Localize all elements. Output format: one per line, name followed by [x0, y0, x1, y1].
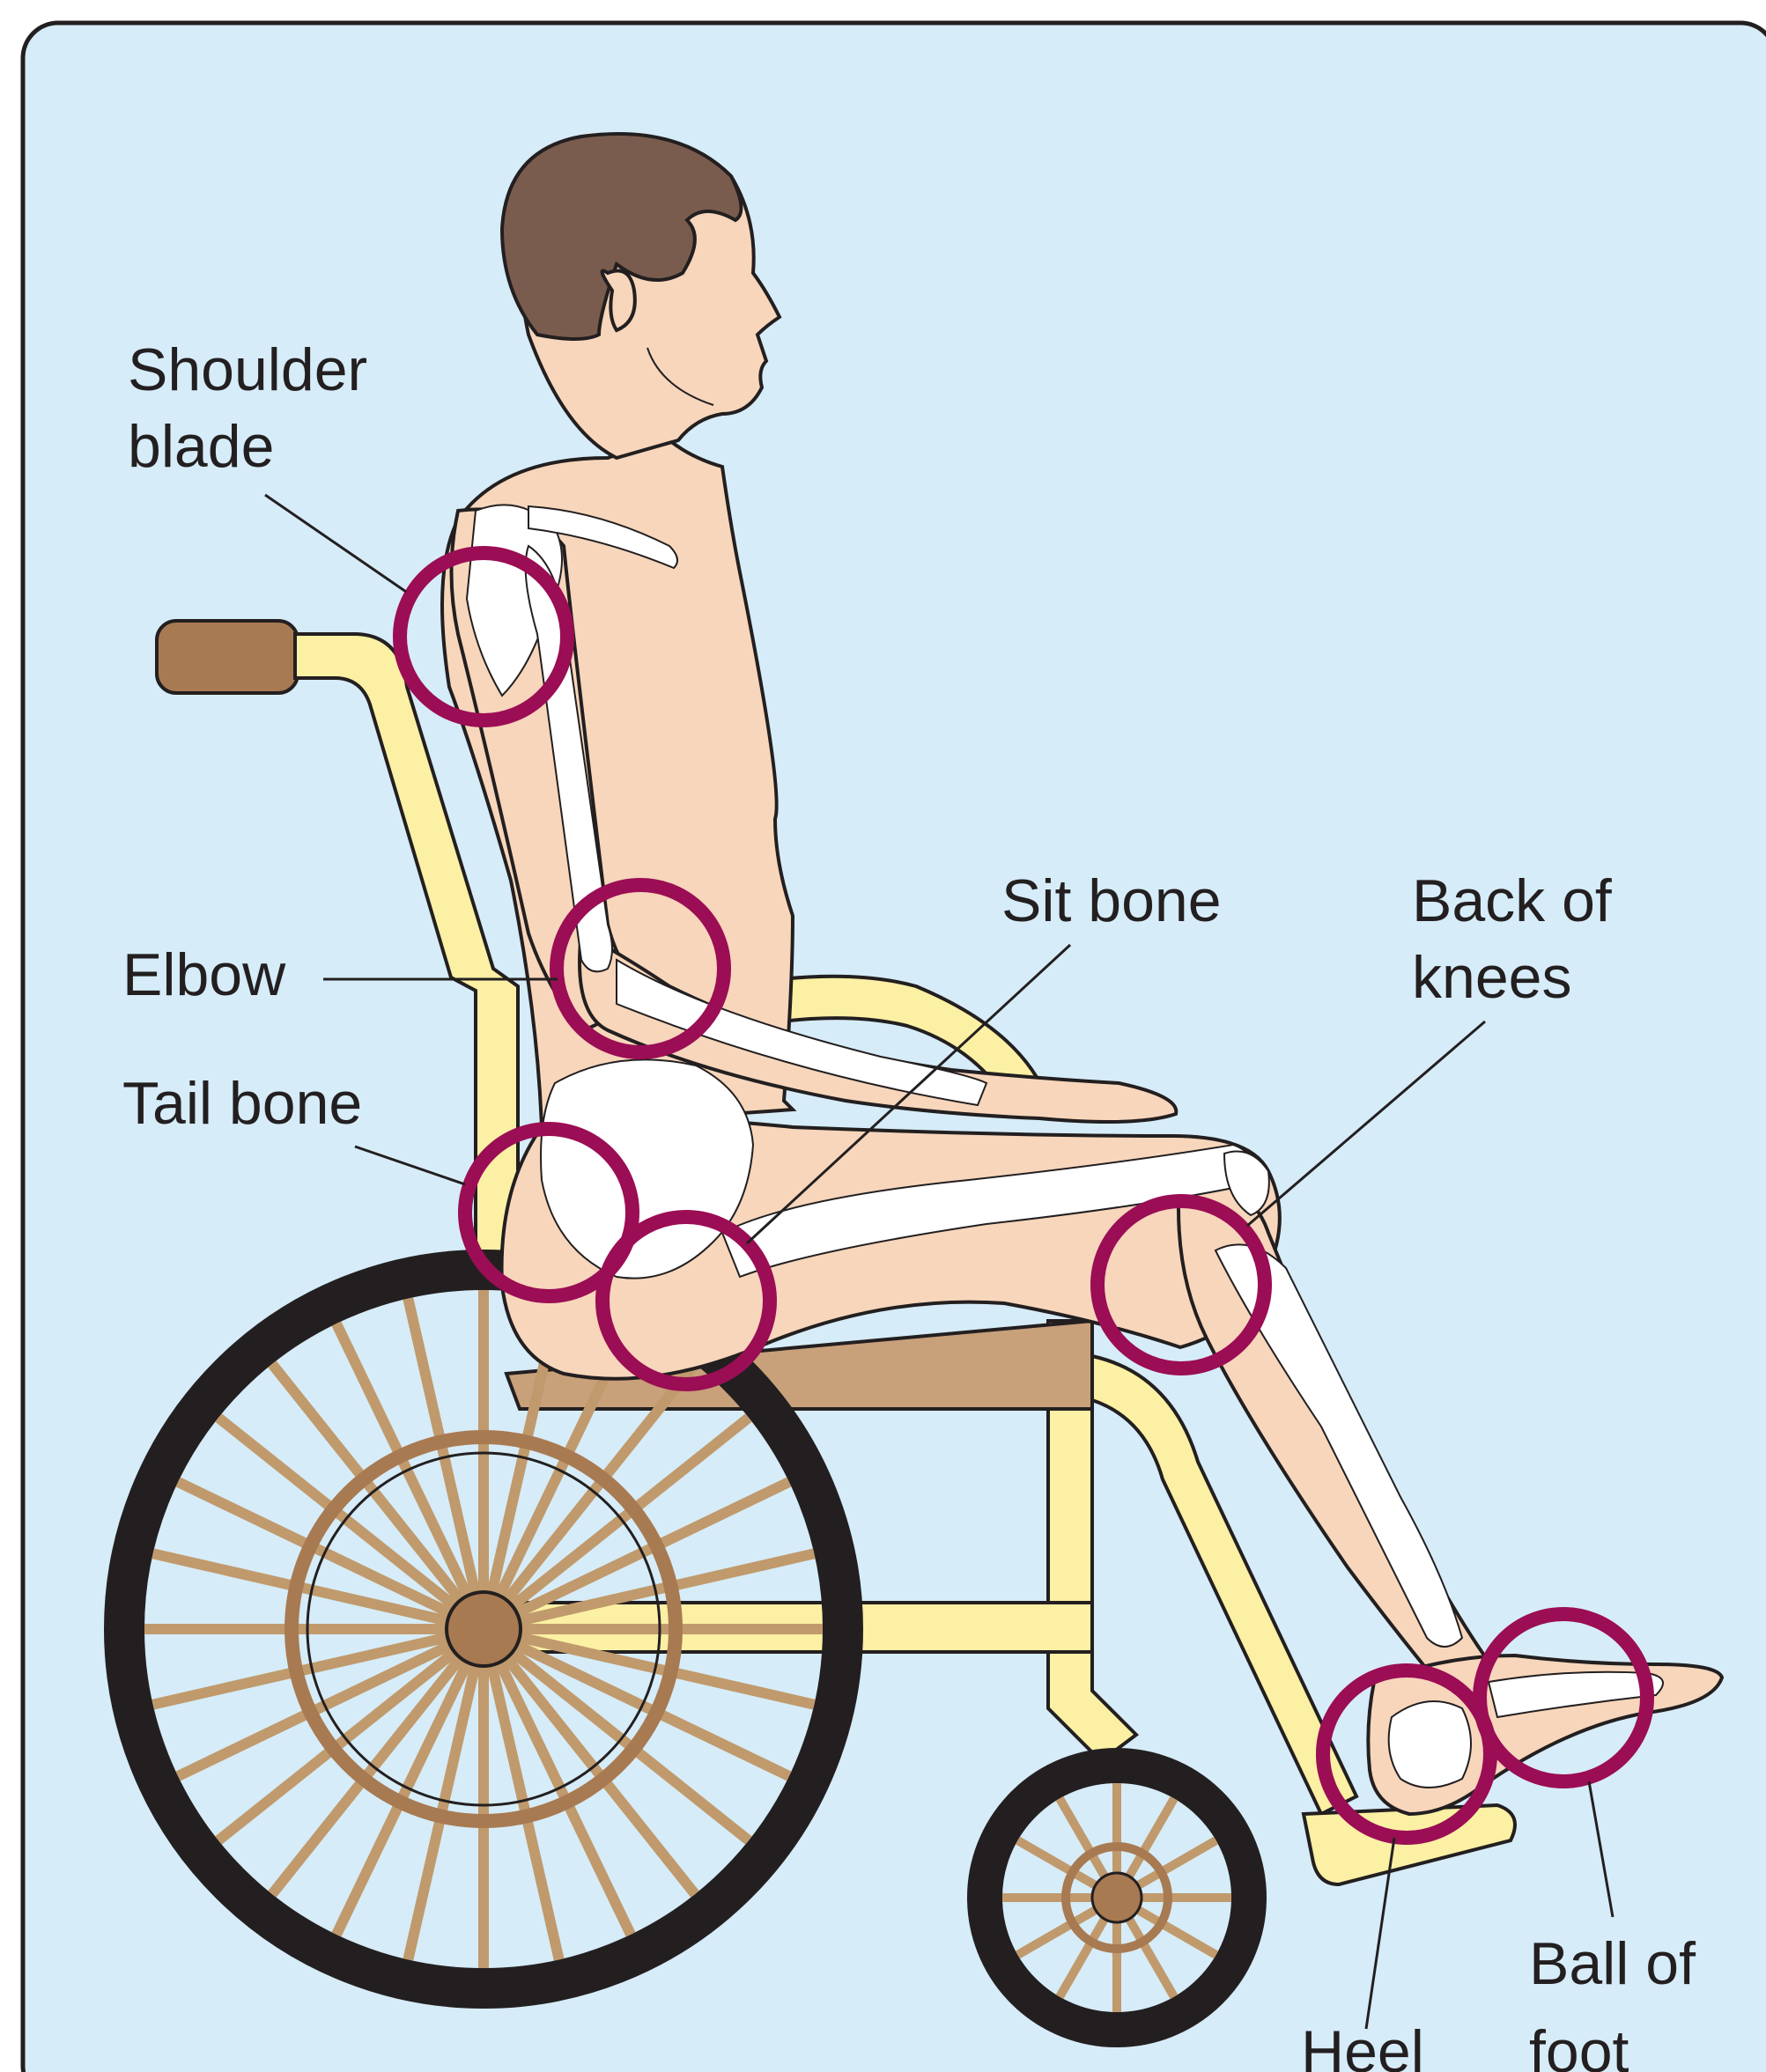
rear-wheel-hub [447, 1592, 521, 1666]
label-ball-of-foot-line1: Ball of [1529, 1930, 1696, 1997]
label-back-of-knees-line2: knees [1412, 944, 1571, 1011]
label-sit-bone: Sit bone [1001, 867, 1222, 934]
push-handle-grip [157, 621, 298, 693]
label-shoulder-blade-line1: Shoulder [128, 336, 367, 403]
label-elbow: Elbow [122, 941, 286, 1008]
label-shoulder-blade-line2: blade [128, 413, 274, 480]
rear-wheel [124, 1270, 843, 1988]
label-heel: Heel [1301, 2018, 1424, 2072]
heel-bone [1389, 1701, 1471, 1788]
label-back-of-knees-line1: Back of [1412, 867, 1612, 934]
caster-wheel [985, 1766, 1249, 2030]
label-tail-bone: Tail bone [122, 1070, 362, 1137]
caster-wheel-hub [1092, 1873, 1142, 1922]
label-ball-of-foot-line2: foot [1529, 2018, 1629, 2072]
